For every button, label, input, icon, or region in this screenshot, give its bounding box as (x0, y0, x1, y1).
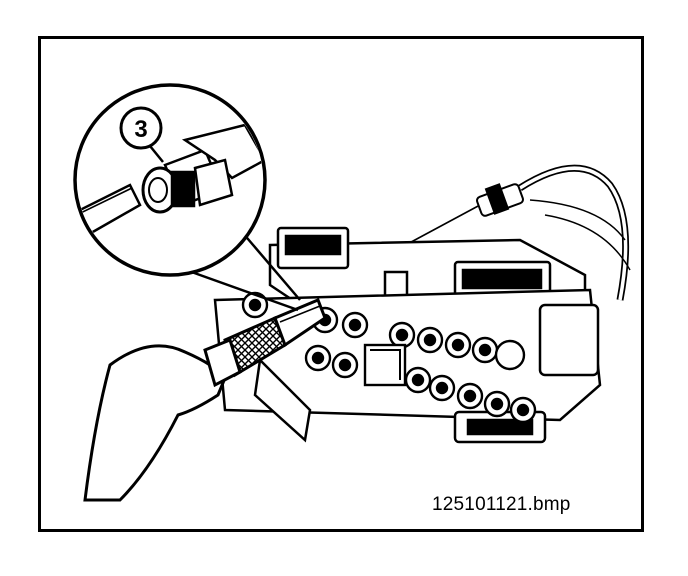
callout-number-balloon: 3 (119, 106, 164, 163)
cavity-row-upper (241, 291, 499, 364)
cavity-row-lower (304, 344, 537, 424)
screwdriver-handle (83, 344, 227, 502)
terminal-cavities (241, 291, 537, 424)
magnified-detail: 3 (73, 83, 267, 277)
callout-number: 3 (134, 116, 147, 143)
cable (518, 164, 631, 301)
screwdriver (83, 298, 327, 502)
terminal-pin (399, 183, 524, 249)
screwdriver-shaft (273, 298, 327, 348)
image-filename-caption: 125101121.bmp (432, 494, 571, 515)
